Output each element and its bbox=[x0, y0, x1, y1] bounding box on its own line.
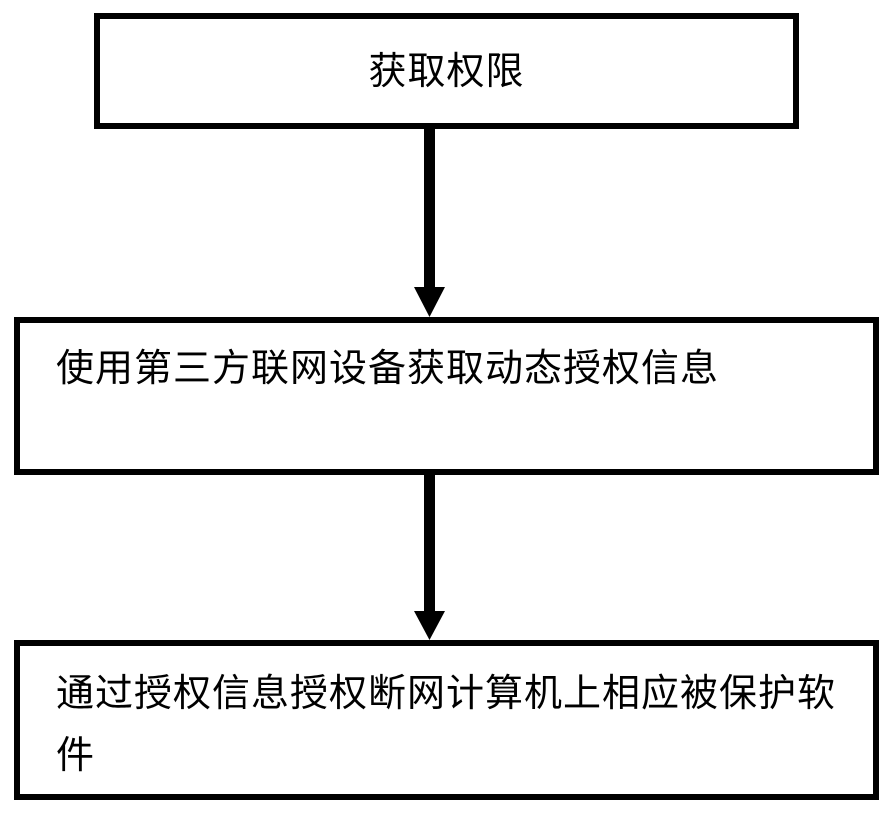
arrow-step2-to-step3 bbox=[414, 475, 445, 640]
flow-step-3-label: 通过授权信息授权断网计算机上相应被保护软件 bbox=[56, 671, 837, 777]
arrow-shaft bbox=[424, 129, 435, 289]
flow-step-2: 使用第三方联网设备获取动态授权信息 bbox=[14, 317, 879, 475]
arrow-head bbox=[414, 287, 445, 317]
flow-step-3: 通过授权信息授权断网计算机上相应被保护软件 bbox=[14, 640, 879, 800]
arrow-step1-to-step2 bbox=[414, 129, 445, 317]
arrow-shaft bbox=[424, 475, 435, 613]
flow-step-1-label: 获取权限 bbox=[368, 49, 525, 93]
arrow-head bbox=[414, 611, 445, 640]
flow-step-1: 获取权限 bbox=[94, 13, 799, 129]
flow-step-2-label: 使用第三方联网设备获取动态授权信息 bbox=[56, 346, 720, 390]
